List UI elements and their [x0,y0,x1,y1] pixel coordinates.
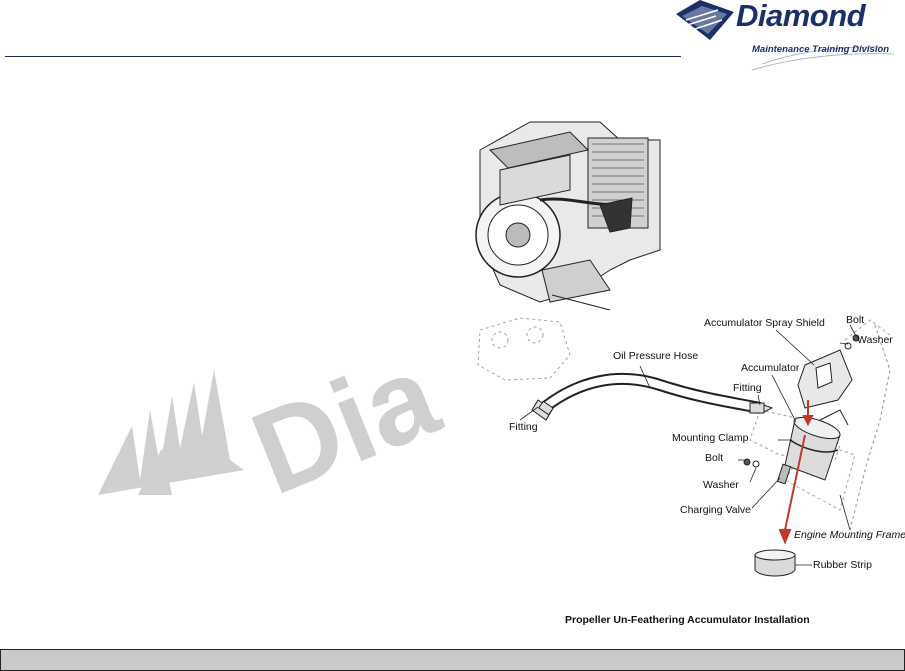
label-washer-mid: Washer [703,479,739,491]
oil-pressure-hose [541,372,762,414]
label-fitting-right: Fitting [733,382,762,394]
label-oil-hose: Oil Pressure Hose [613,350,699,362]
accumulator [776,409,849,485]
label-rubber-strip: Rubber Strip [813,559,872,571]
fitting-left [531,399,554,421]
diagram-caption: Propeller Un-Feathering Accumulator Inst… [565,614,810,626]
header-rule [5,56,681,57]
label-accumulator: Accumulator [741,362,800,374]
label-washer-top: Washer [857,334,893,346]
washer-top [844,342,852,350]
label-bolt-mid: Bolt [705,452,724,464]
fitting-right [749,402,774,414]
bolt-top [852,334,860,342]
brand-subtitle: Maintenance Training Division [752,44,890,55]
footer-bar [0,649,905,671]
rubber-strip [754,549,796,577]
watermark-text: Dia [235,328,456,520]
engine-illustration [475,121,661,311]
mounting-clamp [789,439,839,453]
spray-shield [797,349,853,409]
label-charging-valve: Charging Valve [680,504,752,516]
label-bolt-top: Bolt [846,314,865,326]
diamond-logo-icon [676,0,895,71]
bolt-mid [743,458,751,466]
label-mounting-clamp: Mounting Clamp [672,432,749,444]
brand-logo [672,0,905,75]
label-fitting-left: Fitting [509,421,538,433]
diamond-watermark: Dia [98,328,456,520]
label-spray-shield: Accumulator Spray Shield [704,317,825,329]
accumulator-installation-diagram [475,121,891,577]
washer-mid [752,460,760,468]
label-engine-frame: Engine Mounting Frame [794,529,905,541]
brand-name: Diamond [736,0,866,33]
